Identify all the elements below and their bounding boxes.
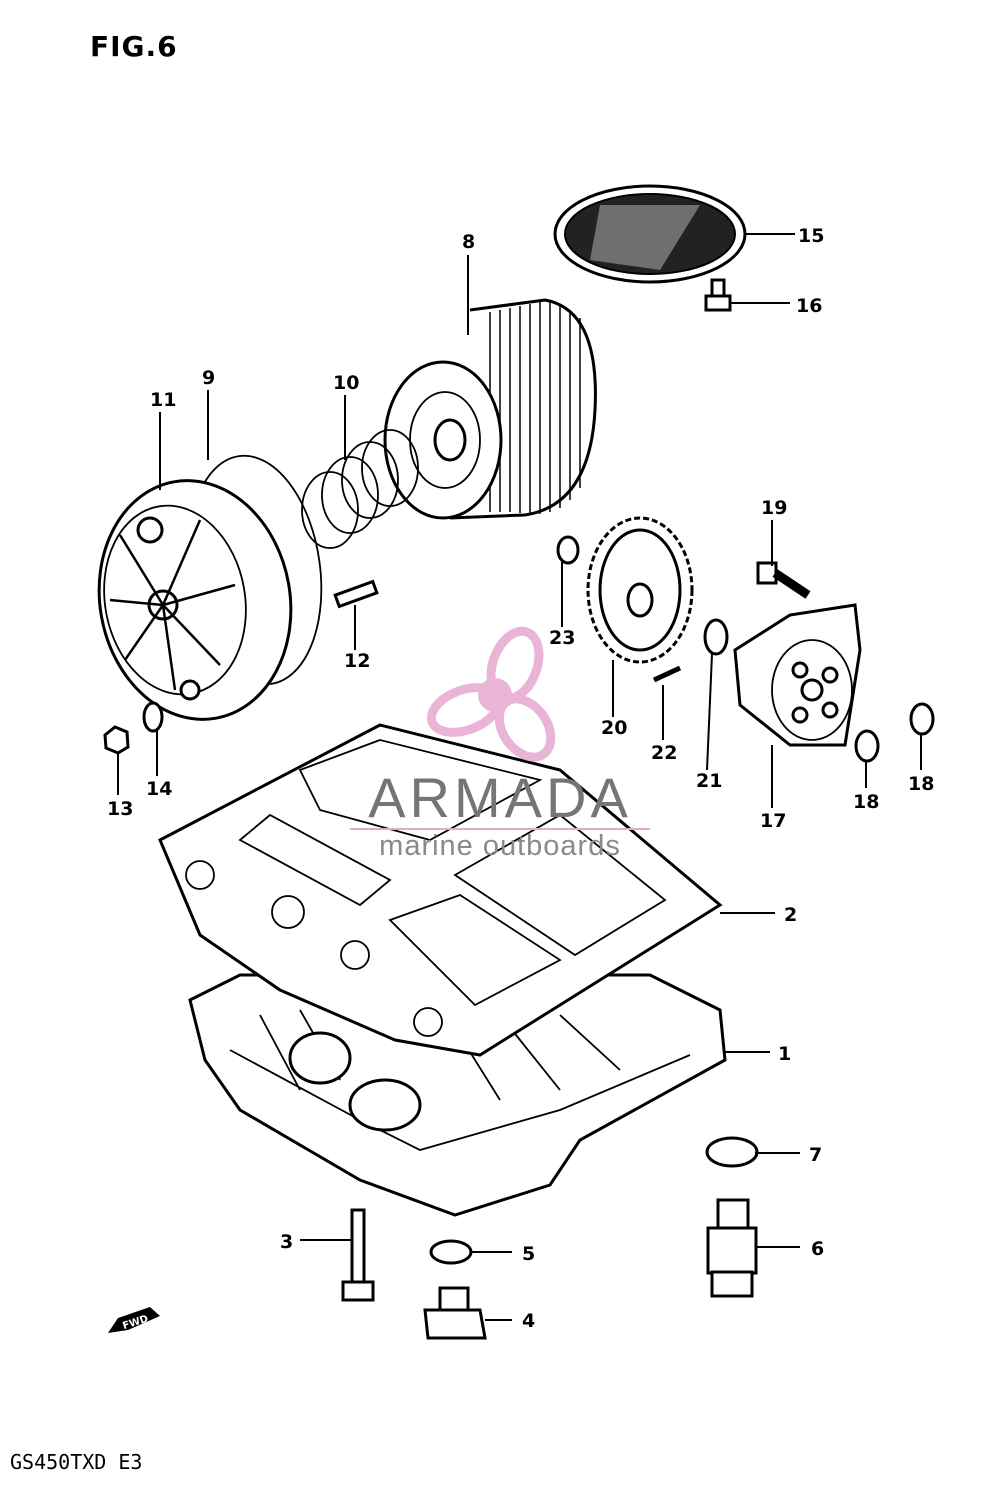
part-18-oring-b[interactable]	[909, 702, 935, 736]
callout-20[interactable]: 20	[601, 717, 627, 739]
callout-13[interactable]: 13	[107, 798, 133, 820]
watermark-name: ARMADA	[368, 766, 632, 829]
callout-18-b[interactable]: 18	[908, 773, 934, 795]
part-19-bolt[interactable]	[756, 561, 811, 599]
part-6-pressure-switch[interactable]	[706, 1198, 758, 1298]
callout-10[interactable]: 10	[333, 372, 359, 394]
callout-17[interactable]: 17	[760, 810, 786, 832]
part-18-oring-a[interactable]	[854, 729, 880, 763]
callout-labels: 8 9 11 10 15 16 19 12 23 20 22 21 17 18 …	[107, 225, 934, 1332]
part-5-washer[interactable]	[429, 1239, 473, 1265]
part-15-strainer[interactable]	[553, 184, 747, 284]
callout-11[interactable]: 11	[150, 389, 176, 411]
callout-18-a[interactable]: 18	[853, 791, 879, 813]
part-21-washer[interactable]	[703, 618, 729, 656]
part-2-gasket[interactable]	[158, 723, 723, 1057]
part-16-screw[interactable]	[704, 278, 732, 312]
part-22-pin[interactable]	[652, 665, 682, 683]
part-4-drain-plug[interactable]	[423, 1286, 487, 1340]
callout-16[interactable]: 16	[796, 295, 822, 317]
leader-lines	[117, 233, 922, 1321]
callout-4[interactable]: 4	[522, 1310, 535, 1332]
part-12-stud[interactable]	[333, 579, 379, 609]
part-17-oil-pump[interactable]	[733, 603, 862, 747]
part-20-pump-gear[interactable]	[586, 516, 694, 664]
part-8-oil-filter[interactable]	[383, 298, 597, 520]
part-13-nut[interactable]	[103, 725, 130, 755]
watermark-divider	[350, 828, 650, 830]
callout-7[interactable]: 7	[809, 1144, 822, 1166]
callout-1[interactable]: 1	[778, 1043, 791, 1065]
callout-5[interactable]: 5	[522, 1243, 535, 1265]
callout-14[interactable]: 14	[146, 778, 172, 800]
part-14-washer[interactable]	[142, 701, 164, 733]
callout-2[interactable]: 2	[784, 904, 797, 926]
callout-23[interactable]: 23	[549, 627, 575, 649]
part-7-oring[interactable]	[705, 1136, 759, 1168]
figure-title: FIG.6	[90, 30, 178, 63]
callout-8[interactable]: 8	[462, 231, 475, 253]
fwd-arrow-icon: FWD	[108, 1307, 160, 1333]
callout-6[interactable]: 6	[811, 1238, 824, 1260]
part-10-spring[interactable]	[301, 429, 419, 549]
watermark-subtitle: marine outboards	[379, 830, 621, 862]
watermark-logo-icon	[426, 626, 556, 762]
part-11-filter-cap[interactable]	[81, 465, 310, 734]
model-code: GS450TXD E3	[10, 1450, 143, 1474]
callout-21[interactable]: 21	[696, 770, 722, 792]
part-3-bolt[interactable]	[341, 1208, 375, 1302]
callout-3[interactable]: 3	[280, 1231, 293, 1253]
callout-9[interactable]: 9	[202, 367, 215, 389]
callout-19[interactable]: 19	[761, 497, 787, 519]
callout-15[interactable]: 15	[798, 225, 824, 247]
callout-22[interactable]: 22	[651, 742, 677, 764]
part-23-clip[interactable]	[556, 535, 580, 565]
callout-12[interactable]: 12	[344, 650, 370, 672]
